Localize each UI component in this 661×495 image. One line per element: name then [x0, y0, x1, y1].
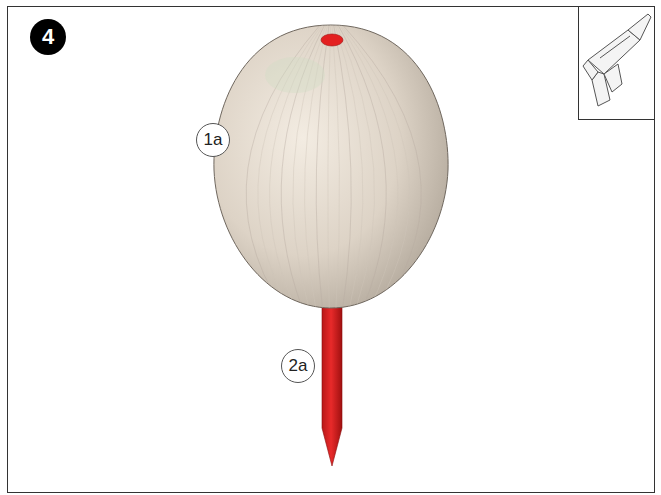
frame — [8, 7, 655, 493]
callout-number: 2a — [281, 349, 315, 383]
label-text: 1a — [204, 130, 223, 150]
grain-stroke — [337, 25, 375, 308]
grain-stroke — [328, 25, 331, 308]
step-number: 4 — [30, 19, 66, 55]
wood-texture — [246, 25, 421, 308]
callout-number: 1a — [196, 123, 230, 157]
label-text: 2a — [289, 356, 308, 376]
glue-gun-icon — [583, 14, 651, 106]
label-text: 4 — [42, 24, 54, 50]
grain-stroke — [340, 25, 398, 308]
tool-inset — [579, 7, 655, 120]
hole-mark — [321, 34, 343, 46]
grain-stroke — [341, 25, 409, 308]
grain-stroke — [334, 25, 352, 308]
grain-stroke — [343, 25, 422, 308]
grain-stroke — [332, 25, 339, 308]
grain-stroke — [338, 25, 386, 308]
tint-patch — [265, 57, 325, 93]
stick — [322, 300, 342, 466]
egg-body — [214, 25, 448, 308]
